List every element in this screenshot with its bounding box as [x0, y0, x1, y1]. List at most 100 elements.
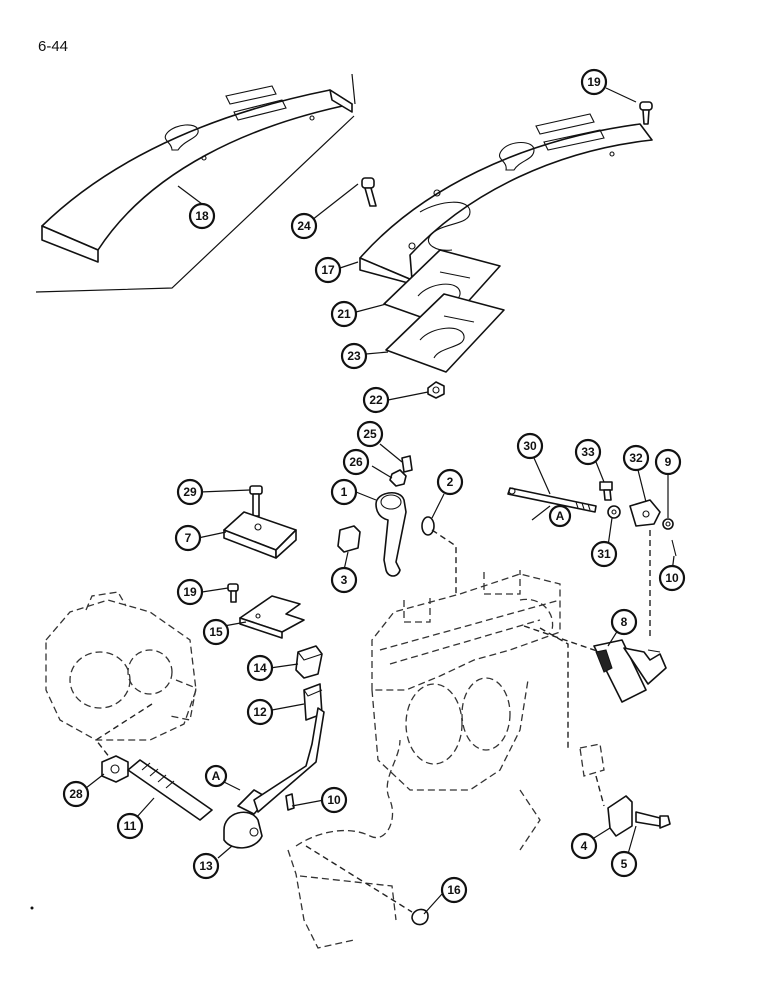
callout-31: 31: [590, 540, 618, 568]
callout-21-label: 21: [337, 307, 351, 321]
callout-22-label: 22: [369, 393, 383, 407]
callout-25-label: 25: [363, 427, 377, 441]
cover-plate-alternate: [35, 73, 356, 293]
callout-1-label: 1: [341, 485, 348, 499]
page-number: 6-44: [38, 38, 69, 55]
pad-3: [337, 525, 361, 553]
callout-26: 26: [342, 448, 370, 476]
leader-lines: [85, 87, 675, 915]
callout-22: 22: [362, 386, 390, 414]
screw-33: [599, 481, 613, 501]
bolt-29: [249, 485, 263, 517]
callout-13-label: 13: [199, 859, 213, 873]
callout-3-label: 3: [341, 573, 348, 587]
clip-9: [662, 518, 674, 530]
set-screw-25: [401, 455, 413, 473]
callout-24: 24: [290, 212, 318, 240]
callout-5: 5: [610, 850, 638, 878]
callout-9: 9: [654, 448, 682, 476]
lever-arm-1: [375, 492, 407, 577]
callout-19-mid: 19: [176, 578, 204, 606]
callout-11: 11: [116, 812, 144, 840]
callout-13: 13: [192, 852, 220, 880]
callout-10-right-label: 10: [665, 571, 679, 585]
lever-assembly-13: [223, 707, 325, 849]
callout-11-label: 11: [124, 819, 137, 833]
shaft-8: [593, 639, 667, 703]
callout-8: 8: [610, 608, 638, 636]
callout-17: 17: [314, 256, 342, 284]
callout-28-label: 28: [69, 787, 83, 801]
assembly-lines: [94, 529, 651, 913]
clip-10-lower: [285, 793, 295, 811]
callout-10-lower-label: 10: [327, 793, 341, 807]
callout-19-mid-label: 19: [183, 585, 197, 599]
clevis-32: [629, 499, 661, 527]
callout-18-label: 18: [195, 209, 209, 223]
callout-2: 2: [436, 468, 464, 496]
nut-22: [427, 381, 445, 399]
plate-15: [239, 595, 305, 639]
callout-29-label: 29: [183, 485, 197, 499]
callout-10-right: 10: [658, 564, 686, 592]
callout-3: 3: [330, 566, 358, 594]
callout-4: 4: [570, 832, 598, 860]
reference-a-upper-label: A: [556, 509, 565, 523]
callout-32-label: 32: [629, 451, 643, 465]
callout-19-top-label: 19: [587, 75, 601, 89]
gate-plate-23: [385, 293, 505, 373]
shaft-11: [127, 759, 213, 821]
callout-2-label: 2: [447, 475, 454, 489]
callout-4-label: 4: [581, 839, 588, 853]
callout-33-label: 33: [581, 445, 595, 459]
bolt-5: [635, 811, 671, 829]
callout-28: 28: [62, 780, 90, 808]
callout-7-label: 7: [185, 531, 192, 545]
callout-17-label: 17: [321, 263, 335, 277]
callout-8-label: 8: [621, 615, 628, 629]
callout-23-label: 23: [347, 349, 361, 363]
callout-26-label: 26: [349, 455, 363, 469]
callout-14: 14: [246, 654, 274, 682]
callout-19-top: 19: [580, 68, 608, 96]
page-dot: [30, 906, 34, 910]
callout-16-label: 16: [447, 883, 461, 897]
callout-30-label: 30: [523, 439, 537, 453]
callout-16: 16: [440, 876, 468, 904]
callout-7: 7: [174, 524, 202, 552]
reference-a-upper: A: [548, 504, 572, 528]
bracket-7: [223, 511, 297, 559]
callout-12: 12: [246, 698, 274, 726]
reference-a-lower-label: A: [212, 769, 221, 783]
callout-14-label: 14: [253, 661, 267, 675]
nut-28: [101, 755, 129, 783]
reference-a-lower: A: [204, 764, 228, 788]
nut-26: [389, 469, 407, 487]
callout-15-label: 15: [209, 625, 223, 639]
callout-12-label: 12: [253, 705, 267, 719]
callout-24-label: 24: [297, 219, 311, 233]
nut-31: [607, 505, 621, 519]
transmission-housing-outline: [371, 570, 605, 851]
callout-10-lower: 10: [320, 786, 348, 814]
clip-10-upper: [671, 539, 677, 557]
linkage-outline: [287, 739, 401, 949]
bracket-4: [607, 795, 633, 837]
screw-24: [361, 177, 377, 207]
callout-33: 33: [574, 438, 602, 466]
knob-14: [295, 645, 323, 679]
screw-19-mid: [227, 583, 239, 603]
callout-23: 23: [340, 342, 368, 370]
bolt-19-top: [639, 101, 653, 125]
callout-18: 18: [188, 202, 216, 230]
callout-30: 30: [516, 432, 544, 460]
rod-30: [507, 487, 597, 513]
callout-25: 25: [356, 420, 384, 448]
callout-29: 29: [176, 478, 204, 506]
callout-32: 32: [622, 444, 650, 472]
callout-9-label: 9: [665, 455, 672, 469]
callout-15: 15: [202, 618, 230, 646]
callout-5-label: 5: [621, 857, 628, 871]
callout-31-label: 31: [597, 547, 611, 561]
